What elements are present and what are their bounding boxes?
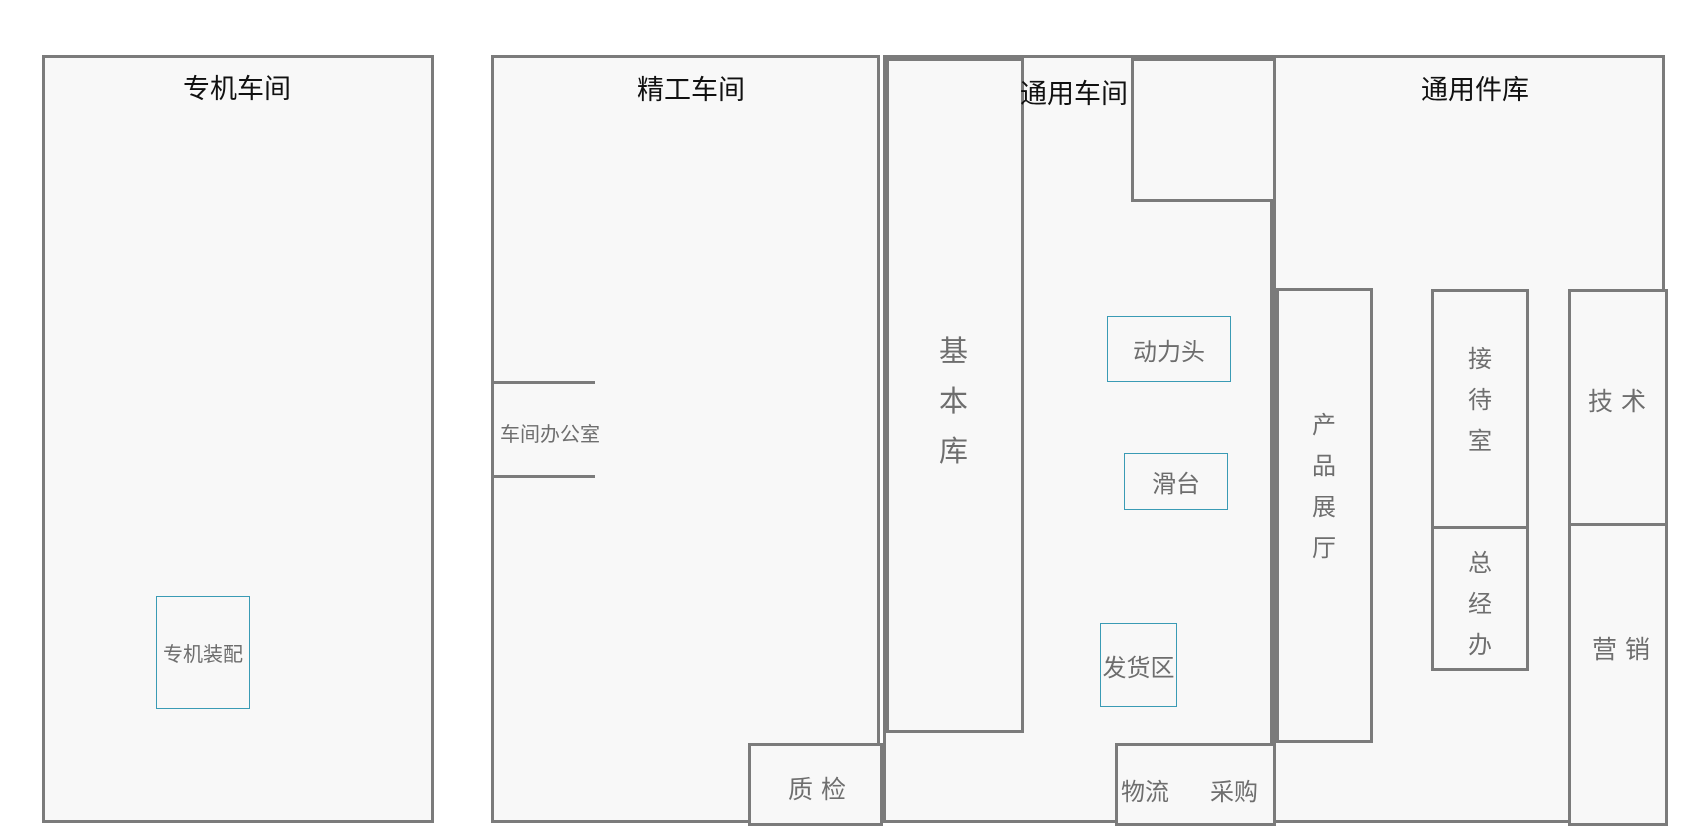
- base-store-label: 基 本 库: [939, 334, 969, 468]
- office-bottom-line: [494, 475, 595, 478]
- qc-label: 质 检: [788, 775, 846, 804]
- power-head-label: 动力头: [1133, 337, 1205, 366]
- special-assembly-label: 专机装配: [163, 642, 243, 666]
- slide-zone: 滑台: [1124, 453, 1228, 510]
- gm-office: 总 经 办: [1431, 526, 1529, 671]
- base-store: 基 本 库: [886, 58, 1024, 733]
- precision-workshop: 精工车间 车间办公室 质 检: [491, 55, 883, 826]
- slide-label: 滑台: [1152, 470, 1200, 498]
- qc-room: 质 检: [748, 743, 883, 826]
- power-head-zone: 动力头: [1107, 316, 1231, 382]
- showroom: 产 品 展 厅: [1276, 288, 1373, 743]
- precision-workshop-title: 精工车间: [637, 75, 745, 106]
- office-top-line: [494, 381, 595, 384]
- special-assembly-zone: 专机装配: [156, 596, 250, 709]
- workshop-office-label: 车间办公室: [500, 422, 600, 446]
- corner-room: [1131, 58, 1276, 202]
- parts-store-title: 通用件库: [1421, 75, 1529, 106]
- gm-office-label: 总 经 办: [1468, 549, 1492, 659]
- showroom-label: 产 品 展 厅: [1312, 411, 1336, 562]
- shipping-label: 发货区: [1102, 653, 1175, 682]
- logistics-purchase-room: 物流 采购: [1115, 743, 1276, 826]
- tech-label: 技 术: [1588, 387, 1646, 416]
- reception-label: 接 待 室: [1468, 345, 1492, 455]
- reception-room: 接 待 室: [1431, 289, 1529, 529]
- purchase-label: 采购: [1210, 778, 1258, 806]
- marketing-room: 营 销: [1568, 523, 1668, 826]
- marketing-label: 营 销: [1592, 635, 1650, 664]
- general-workshop: 基 本 库 通用车间 动力头 滑台 发货区 物流 采购: [883, 55, 1276, 826]
- logistics-label: 物流: [1121, 778, 1169, 806]
- special-workshop: 专机车间 专机装配: [42, 55, 434, 823]
- parts-store: 通用件库 产 品 展 厅 接 待 室 总 经 办 技 术 营 销: [1273, 55, 1668, 826]
- tech-room: 技 术: [1568, 289, 1668, 526]
- special-workshop-title: 专机车间: [183, 74, 291, 105]
- general-workshop-title: 通用车间: [1020, 79, 1128, 110]
- shipping-zone: 发货区: [1100, 623, 1177, 707]
